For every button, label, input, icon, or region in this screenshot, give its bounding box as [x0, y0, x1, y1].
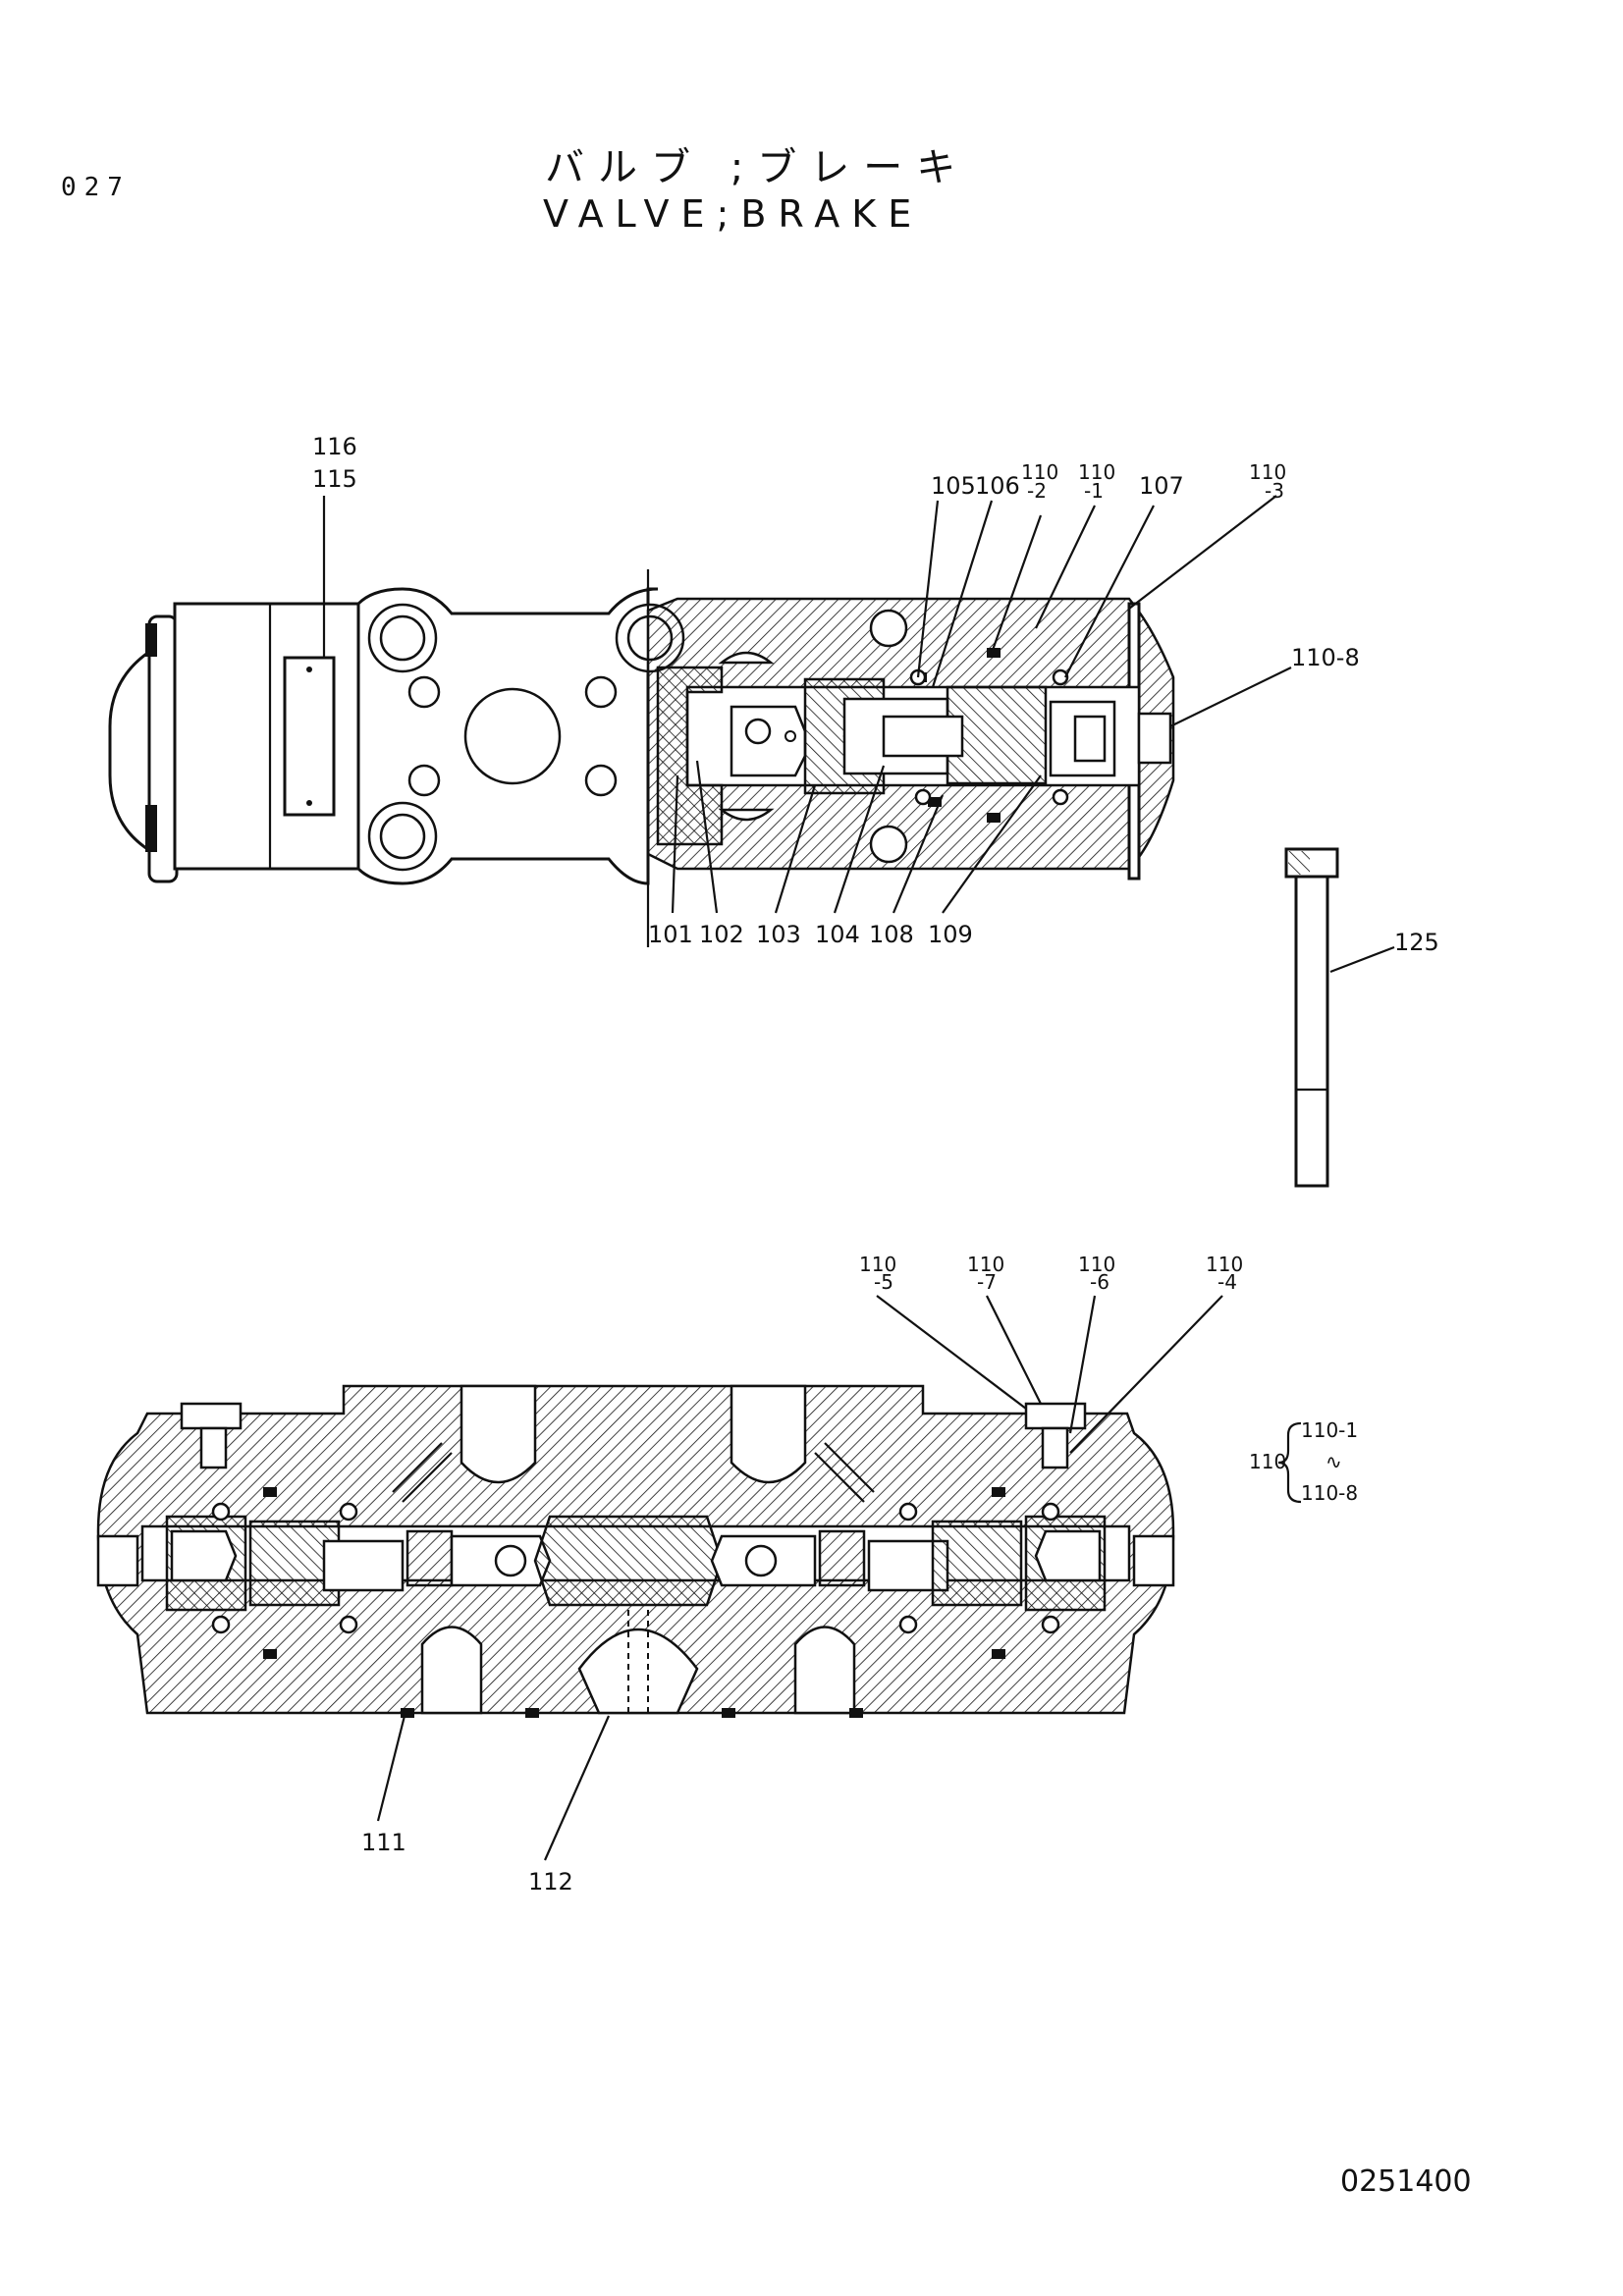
- assembly-tilde: ∿: [1325, 1450, 1342, 1473]
- assembly-to-label: 110-8: [1301, 1481, 1358, 1505]
- label-110-6-bottom: -6: [1090, 1270, 1109, 1294]
- label-110-4-bottom: -4: [1217, 1270, 1237, 1294]
- label-111: 111: [361, 1829, 406, 1856]
- label-110-1-top: 110: [1078, 460, 1115, 484]
- label-110-3-bottom: -3: [1265, 479, 1284, 503]
- label-103: 103: [756, 921, 801, 948]
- label-110-1-bottom: -1: [1084, 479, 1104, 503]
- label-105: 105: [931, 472, 976, 500]
- label-110-7-bottom: -7: [977, 1270, 997, 1294]
- page-number: 027: [61, 173, 131, 202]
- label-110-5-bottom: -5: [874, 1270, 893, 1294]
- label-108: 108: [869, 921, 914, 948]
- assembly-from-label: 110-1: [1301, 1418, 1358, 1442]
- top-leaders: [322, 495, 1395, 974]
- title-japanese: バルブ ;ブレーキ: [545, 145, 970, 190]
- label-106: 106: [975, 472, 1020, 500]
- label-110-6-top: 110: [1078, 1253, 1115, 1276]
- label-116: 116: [312, 433, 357, 460]
- label-110-5-top: 110: [859, 1253, 896, 1276]
- label-102: 102: [699, 921, 744, 948]
- bottom-labels: 110 -5 110 -7 110 -6 110 -4 111 112: [361, 1253, 1243, 1896]
- title-english: VALVE;BRAKE: [543, 192, 924, 236]
- label-115: 115: [312, 465, 357, 493]
- top-view: [108, 569, 1339, 1188]
- label-110-2-top: 110: [1021, 460, 1058, 484]
- label-112: 112: [528, 1868, 573, 1896]
- assembly-note: 110 110-1 ∿ 110-8: [1249, 1418, 1358, 1505]
- top-labels: 116 115 105 106 110 -2 110 -1 107 110 -3…: [312, 433, 1439, 956]
- document-code: 0251400: [1340, 2164, 1472, 2199]
- label-110-2-bottom: -2: [1027, 479, 1047, 503]
- bottom-leaders: [376, 1295, 1223, 1861]
- label-101: 101: [648, 921, 693, 948]
- label-110-4-top: 110: [1206, 1253, 1243, 1276]
- label-125: 125: [1394, 929, 1439, 956]
- label-110-3-top: 110: [1249, 460, 1286, 484]
- label-110-7-top: 110: [967, 1253, 1004, 1276]
- label-107: 107: [1139, 472, 1184, 500]
- label-109: 109: [928, 921, 973, 948]
- label-104: 104: [815, 921, 860, 948]
- label-110-8: 110-8: [1291, 644, 1360, 671]
- bottom-view: [96, 1384, 1175, 1718]
